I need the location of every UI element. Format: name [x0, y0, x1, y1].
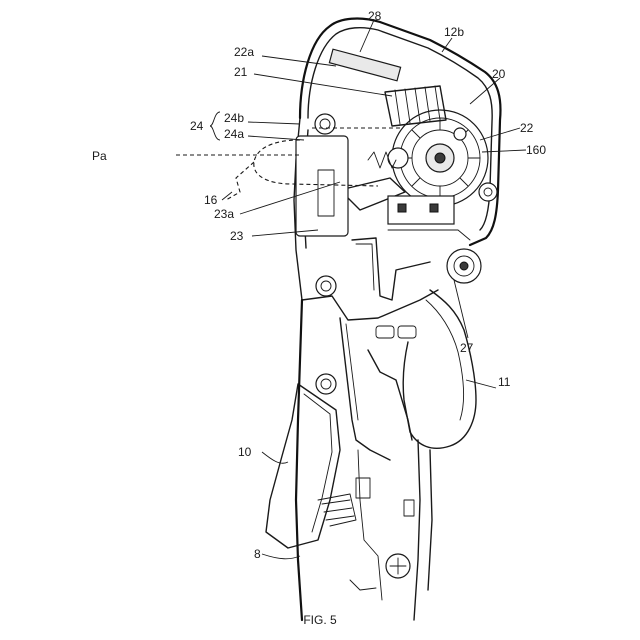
label-22a: 22a [234, 45, 254, 59]
label-20: 20 [492, 67, 506, 81]
label-11: 11 [498, 375, 511, 389]
label-27: 27 [460, 341, 474, 355]
label-8: 8 [254, 547, 261, 561]
label-23a: 23a [214, 207, 234, 221]
brace-24 [210, 112, 220, 140]
label-23: 23 [230, 229, 244, 243]
label-21: 21 [234, 65, 248, 79]
label-10: 10 [238, 445, 252, 459]
label-24a: 24a [224, 127, 244, 141]
trigger-11 [376, 290, 476, 448]
label-24: 24 [190, 119, 204, 133]
label-24b: 24b [224, 111, 244, 125]
handle-8 [296, 300, 432, 620]
label-16: 16 [204, 193, 218, 207]
figure-caption: FIG. 5 [303, 613, 337, 627]
label-160: 160 [526, 143, 546, 157]
window-24 [296, 114, 348, 236]
lock-lever-10 [266, 384, 356, 548]
label-22: 22 [520, 121, 534, 135]
label-Pa: Pa [92, 149, 107, 163]
label-28: 28 [368, 9, 382, 23]
label-12b: 12b [444, 25, 464, 39]
inner-frame [302, 238, 438, 460]
